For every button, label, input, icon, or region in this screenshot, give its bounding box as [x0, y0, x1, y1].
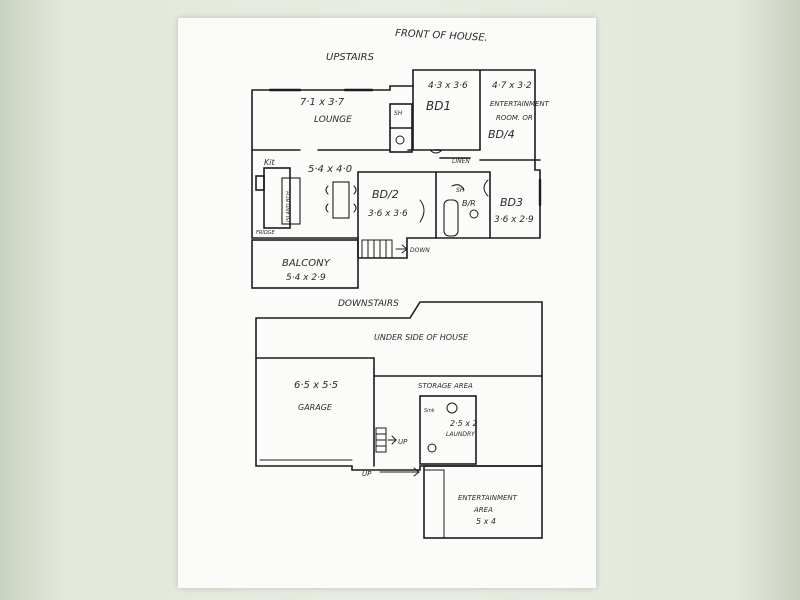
- island-label: ISLAND BCH: [286, 191, 292, 222]
- stairs-down: [361, 239, 408, 259]
- down-label: DOWN: [410, 247, 430, 254]
- bd2-label: BD/2: [372, 188, 399, 201]
- balcony-label-bg: [270, 252, 344, 282]
- laundry-dims: 2·5 x 2: [450, 419, 478, 428]
- upstairs-doors: [419, 149, 489, 223]
- ent-area-label-2: AREA: [473, 506, 493, 514]
- sh-label-lower: SH: [456, 187, 465, 194]
- bd1-label: BD1: [426, 99, 451, 113]
- downstairs-plan: [255, 301, 543, 539]
- bd1-dims: 4·3 x 3·6: [428, 81, 468, 91]
- island-bench: [281, 177, 301, 225]
- bd4-label: BD/4: [488, 128, 515, 141]
- ent-area-dims: 5 x 4: [476, 517, 496, 526]
- bathtub: [443, 199, 459, 237]
- upstairs-plan: [251, 69, 542, 289]
- up-label-entry: UP: [362, 470, 372, 478]
- downstairs-walls: [255, 301, 543, 471]
- entertainment-steps: [423, 469, 445, 539]
- washing-machine: [446, 402, 458, 414]
- up-label-stairs: UP: [398, 438, 408, 446]
- lounge-dims: 7·1 x 3·7: [300, 97, 345, 108]
- bd3-label: BD3: [500, 196, 523, 209]
- stairs-up: [375, 427, 420, 477]
- ent-area-label-bg: [452, 488, 538, 528]
- ent-room-dims: 4·7 x 3·2: [492, 81, 532, 91]
- br-label: B/R: [462, 199, 476, 208]
- balcony: [251, 239, 359, 289]
- upstairs-title: UPSTAIRS: [326, 52, 375, 63]
- bd2-dims: 3·6 x 3·6: [368, 209, 408, 219]
- basin: [469, 209, 479, 219]
- fridge-label: FRIDGE: [256, 230, 276, 236]
- garage-dims: 6·5 x 5·5: [294, 380, 338, 391]
- dining-chairs: [325, 185, 357, 213]
- kitchen-label: Kit: [264, 158, 275, 167]
- upstairs-walls: [251, 69, 541, 259]
- sink-label: Sink: [424, 408, 436, 414]
- storage-label: STORAGE AREA: [418, 382, 473, 390]
- dining-dims: 5·4 x 4·0: [308, 164, 352, 175]
- downstairs-title: DOWNSTAIRS: [338, 299, 399, 309]
- linen-label: LINEN: [452, 158, 470, 165]
- window-marks: [268, 88, 542, 207]
- balcony-label: BALCONY: [282, 258, 331, 269]
- ent-area-label-1: ENTERTAINMENT: [458, 494, 518, 502]
- toilet: [395, 135, 405, 145]
- underside-label: UNDER SIDE OF HOUSE: [374, 333, 469, 342]
- front-of-house-note: FRONT OF HOUSE.: [395, 28, 488, 44]
- ent-room-label-2: ROOM. OR: [496, 114, 533, 122]
- garage-label: GARAGE: [298, 403, 333, 412]
- lounge-label: LOUNGE: [314, 115, 352, 125]
- dining-table: [332, 181, 350, 219]
- sh-label-upper: SH: [394, 110, 403, 117]
- bd3-dims: 3·6 x 2·9: [494, 215, 534, 225]
- laundry-label: LAUNDRY: [446, 431, 476, 438]
- balcony-dims: 5·4 x 2·9: [286, 273, 326, 283]
- laundry-toilet: [427, 443, 437, 453]
- ent-room-label-1: ENTERTAINMENT: [490, 100, 550, 108]
